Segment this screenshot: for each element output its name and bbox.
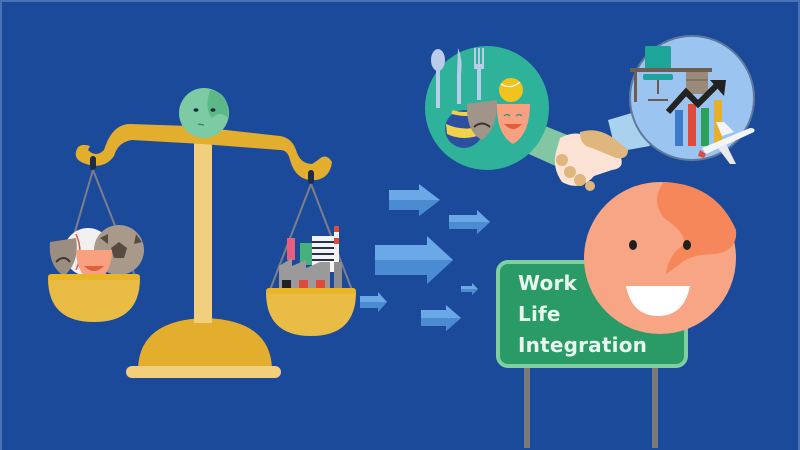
spoon-icon <box>431 49 445 71</box>
sign-line-work: Work <box>518 271 578 295</box>
bar-chart-icon <box>675 110 683 146</box>
left-pan-items <box>49 225 144 284</box>
tennis-ball-icon <box>499 78 523 102</box>
sign-post <box>524 362 530 448</box>
life-circle <box>425 46 570 170</box>
office-chair-icon <box>645 46 671 70</box>
arrow-icon <box>461 283 478 295</box>
fork-icon <box>474 48 476 66</box>
right-pan-items <box>279 226 342 290</box>
sign-line-integration: Integration <box>518 333 648 357</box>
work-circle <box>608 35 755 164</box>
sad-mask-icon <box>49 238 77 276</box>
desk-icon <box>630 68 712 72</box>
arrow-icon <box>389 184 440 216</box>
arrow-icon <box>449 210 490 234</box>
crane-icon <box>287 238 295 260</box>
sign-text: Work Life Integration <box>518 268 647 361</box>
flow-arrows <box>360 184 490 331</box>
sign-post <box>652 362 658 448</box>
smiley-face-icon <box>584 182 737 334</box>
right-pan <box>266 292 356 336</box>
knife-icon <box>457 48 462 104</box>
neutral-face-icon <box>179 88 229 138</box>
arrow-icon <box>360 292 387 312</box>
airplane-icon <box>698 122 755 164</box>
arrow-icon <box>375 236 453 284</box>
sign-line-life: Life <box>518 302 561 326</box>
handshake-icon <box>554 130 628 191</box>
arrow-icon <box>421 305 461 331</box>
sad-mask-icon <box>466 100 498 140</box>
trend-arrow-icon <box>665 83 719 115</box>
chimney-icon <box>334 226 339 282</box>
left-pan <box>48 278 140 322</box>
